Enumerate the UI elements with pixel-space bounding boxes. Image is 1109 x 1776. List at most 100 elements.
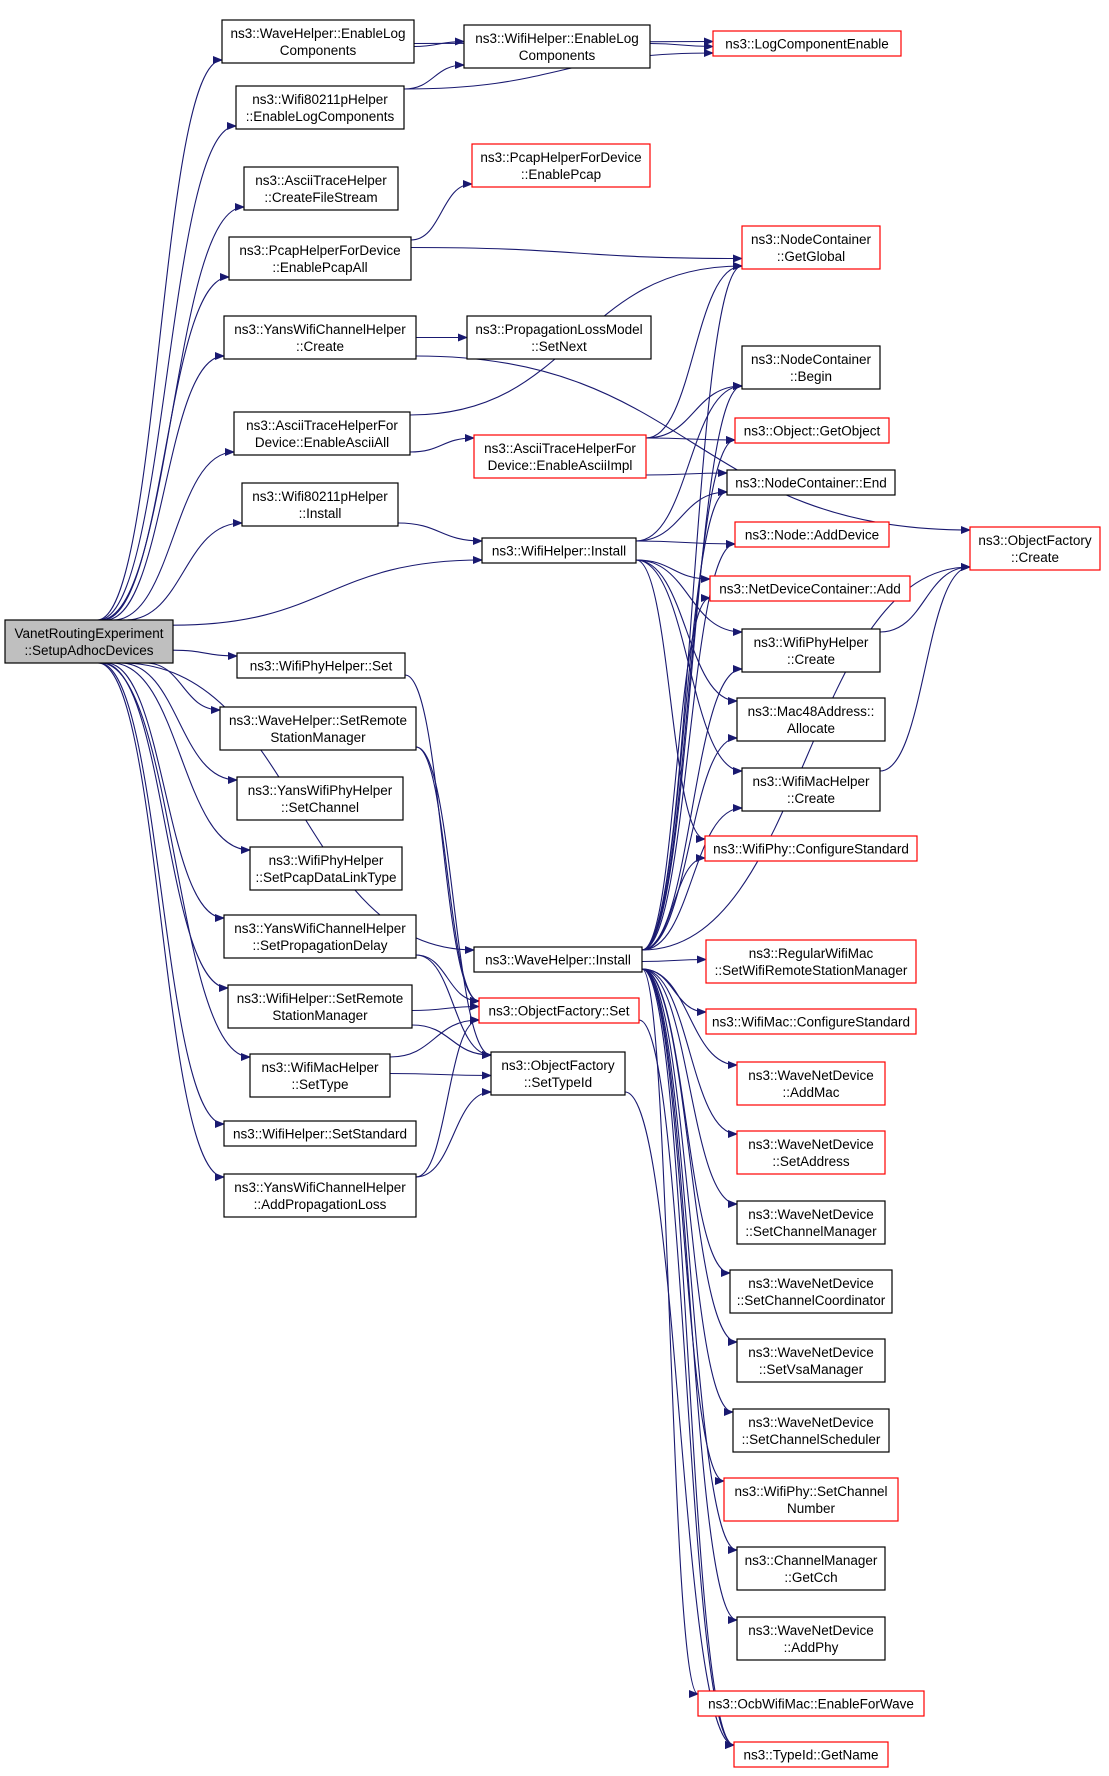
graph-node-n9[interactable]: ns3::YansWifiChannelHelper::Create	[223, 315, 417, 360]
edge-line	[645, 469, 728, 478]
edge-root-to-n19	[172, 556, 483, 626]
graph-node-n39[interactable]: ns3::WaveNetDevice::SetAddress	[736, 1130, 886, 1175]
node-label-line: ns3::WifiMacHelper	[261, 1060, 379, 1075]
node-label-line: ::EnablePcap	[521, 167, 601, 182]
graph-node-n36[interactable]: ns3::ObjectFactory::SetTypeId	[490, 1051, 626, 1096]
graph-node-n30[interactable]: ns3::WaveHelper::Install	[473, 946, 643, 973]
node-label-line: ::SetPropagationDelay	[252, 938, 387, 953]
graph-node-n47[interactable]: ns3::WaveNetDevice::AddPhy	[736, 1616, 886, 1661]
graph-node-n3[interactable]: ns3::LogComponentEnable	[712, 30, 902, 57]
edge-n19-to-n27	[635, 559, 706, 843]
edge-line	[641, 968, 738, 1554]
edge-line	[410, 246, 743, 263]
node-label-line: ns3::WaveNetDevice	[748, 1207, 874, 1222]
graph-node-n43[interactable]: ns3::WaveNetDevice::SetVsaManager	[736, 1338, 886, 1383]
edge-root-to-n12	[113, 448, 235, 621]
graph-node-n15[interactable]: ns3::NodeContainer::End	[726, 469, 896, 496]
graph-node-n31[interactable]: ns3::RegularWifiMac::SetWifiRemoteStatio…	[705, 939, 917, 984]
edge-line	[409, 434, 475, 453]
graph-node-n11[interactable]: ns3::NodeContainer::Begin	[741, 345, 881, 390]
edge-line	[172, 556, 483, 626]
edge-n19-to-n26	[635, 559, 743, 775]
node-label-line: ::SetPcapDataLinkType	[255, 870, 396, 885]
graph-node-n2[interactable]: ns3::WifiHelper::EnableLogComponents	[463, 24, 651, 69]
graph-node-n44[interactable]: ns3::WaveNetDevice::SetChannelScheduler	[732, 1408, 890, 1453]
node-box	[732, 1408, 890, 1453]
node-label-line: ns3::ObjectFactory::Set	[488, 1004, 629, 1019]
graph-node-n28[interactable]: ns3::WifiPhyHelper::SetPcapDataLinkType	[249, 846, 403, 891]
node-label-line: ns3::WifiHelper::SetStandard	[233, 1127, 407, 1142]
edge-line	[415, 355, 971, 534]
graph-node-n10[interactable]: ns3::PropagationLossModel::SetNext	[466, 315, 652, 360]
node-box	[4, 619, 174, 664]
node-label-line: ::Create	[787, 652, 835, 667]
graph-node-n18[interactable]: ns3::ObjectFactory::Create	[969, 526, 1101, 571]
edge-line	[635, 488, 728, 542]
graph-node-n38[interactable]: ns3::WifiHelper::SetStandard	[223, 1120, 417, 1147]
graph-node-n4[interactable]: ns3::Wifi80211pHelper::EnableLogComponen…	[235, 85, 405, 130]
node-label-line: ::SetChannel	[281, 800, 359, 815]
graph-node-n37[interactable]: ns3::WaveNetDevice::AddMac	[736, 1061, 886, 1106]
edge-n30-to-n13	[641, 436, 736, 951]
edge-line	[125, 519, 243, 621]
graph-node-n25[interactable]: ns3::YansWifiPhyHelper::SetChannel	[236, 776, 404, 821]
graph-node-n46[interactable]: ns3::ChannelManager::GetCch	[736, 1546, 886, 1591]
node-box	[223, 1173, 417, 1218]
graph-node-n49[interactable]: ns3::TypeId::GetName	[733, 1741, 889, 1768]
node-box	[741, 345, 881, 390]
edge-line	[145, 662, 221, 714]
node-box	[481, 537, 637, 564]
node-box	[227, 984, 413, 1029]
node-box	[223, 315, 417, 360]
edge-n30-to-n20	[641, 594, 711, 951]
edge-line	[641, 968, 738, 1624]
edge-root-to-n28	[111, 662, 251, 854]
edge-n36-to-n49	[624, 1091, 735, 1749]
edge-n16-to-n19	[397, 522, 483, 545]
edge-n14-to-n13	[645, 435, 736, 444]
graph-node-n27[interactable]: ns3::WifiPhy::ConfigureStandard	[704, 835, 918, 862]
graph-node-n48[interactable]: ns3::OcbWifiMac::EnableForWave	[697, 1690, 925, 1717]
edge-line	[415, 954, 480, 1005]
node-box	[473, 434, 647, 479]
graph-node-n26[interactable]: ns3::WifiMacHelper::Create	[741, 767, 881, 812]
edge-line	[99, 662, 225, 1128]
graph-node-n33[interactable]: ns3::ObjectFactory::Set	[478, 997, 640, 1024]
graph-node-n42[interactable]: ns3::WaveNetDevice::SetChannelCoordinato…	[729, 1269, 893, 1314]
graph-node-n19[interactable]: ns3::WifiHelper::Install	[481, 537, 637, 564]
edge-n30-to-n47	[641, 968, 738, 1624]
graph-node-root[interactable]: VanetRoutingExperiment::SetupAdhocDevice…	[4, 619, 174, 664]
graph-node-n22[interactable]: ns3::WifiPhyHelper::Set	[236, 652, 406, 679]
edge-line	[105, 662, 225, 922]
graph-node-n8[interactable]: ns3::NodeContainer::GetGlobal	[741, 225, 881, 270]
node-label-line: ns3::WifiPhy::SetChannel	[734, 1484, 887, 1499]
graph-node-n17[interactable]: ns3::Node::AddDevice	[734, 521, 890, 548]
graph-node-n6[interactable]: ns3::PcapHelperForDevice::EnablePcap	[471, 143, 651, 188]
graph-node-n7[interactable]: ns3::PcapHelperForDevice::EnablePcapAll	[228, 236, 412, 281]
graph-node-n41[interactable]: ns3::WaveNetDevice::SetChannelManager	[736, 1200, 886, 1245]
graph-node-n29[interactable]: ns3::YansWifiChannelHelper::SetPropagati…	[223, 914, 417, 959]
graph-node-n12[interactable]: ns3::AsciiTraceHelperForDevice::EnableAs…	[233, 411, 411, 456]
edge-n40-to-n36	[415, 1088, 492, 1178]
graph-node-n13[interactable]: ns3::Object::GetObject	[734, 417, 890, 444]
graph-node-n34[interactable]: ns3::WifiMac::ConfigureStandard	[705, 1008, 917, 1035]
graph-node-n40[interactable]: ns3::YansWifiChannelHelper::AddPropagati…	[223, 1173, 417, 1218]
edge-n30-to-n48	[641, 968, 699, 1698]
node-box	[734, 521, 890, 548]
node-label-line: Allocate	[787, 721, 835, 736]
node-label-line: ns3::ObjectFactory	[501, 1058, 615, 1073]
graph-node-n20[interactable]: ns3::NetDeviceContainer::Add	[709, 575, 911, 602]
graph-node-n24[interactable]: ns3::Mac48Address::Allocate	[736, 697, 886, 742]
graph-node-n5[interactable]: ns3::AsciiTraceHelper::CreateFileStream	[243, 166, 399, 211]
node-label-line: ns3::AsciiTraceHelperFor	[246, 418, 398, 433]
graph-node-n16[interactable]: ns3::Wifi80211pHelper::Install	[241, 482, 399, 527]
graph-node-n35[interactable]: ns3::WifiMacHelper::SetType	[249, 1053, 391, 1098]
edge-root-to-n7	[101, 273, 230, 621]
edge-line	[98, 122, 237, 621]
graph-node-n1[interactable]: ns3::WaveHelper::EnableLogComponents	[221, 19, 415, 64]
graph-node-n21[interactable]: ns3::WifiPhyHelper::Create	[741, 628, 881, 673]
graph-node-n14[interactable]: ns3::AsciiTraceHelperForDevice::EnableAs…	[473, 434, 647, 479]
